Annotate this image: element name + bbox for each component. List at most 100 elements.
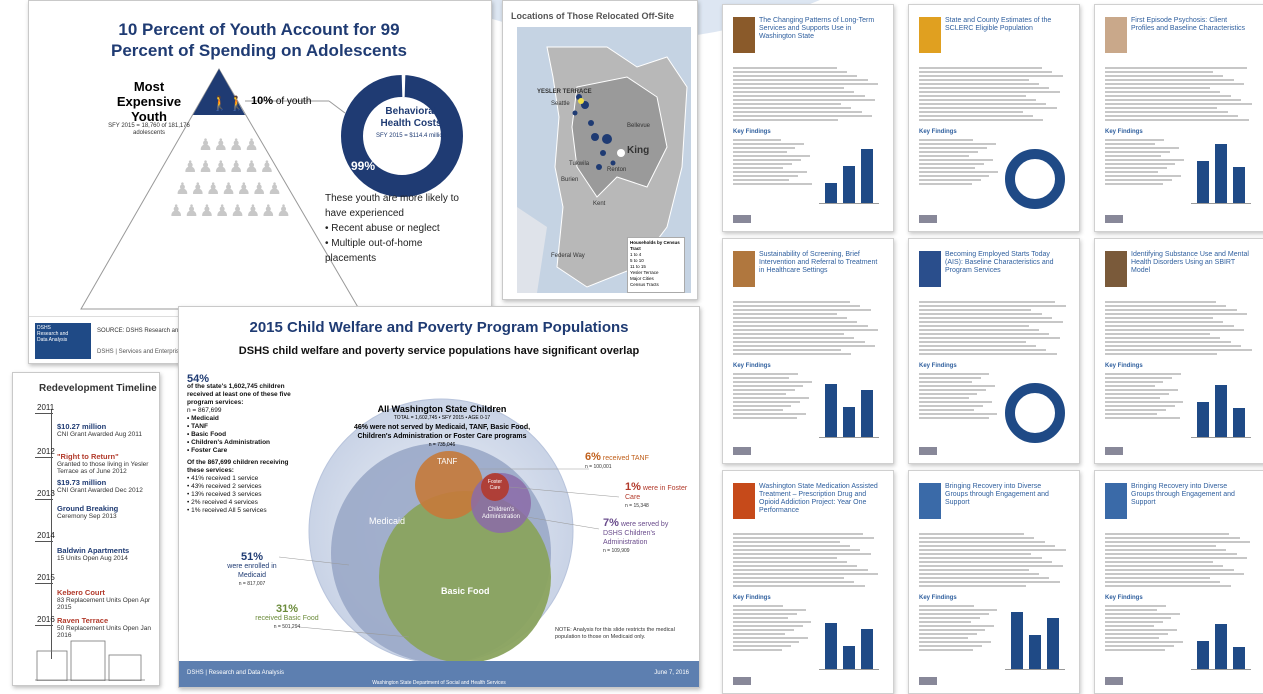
report-cover-image	[919, 251, 941, 287]
pct99-label: 99%	[351, 159, 376, 173]
agency-logo	[733, 677, 751, 685]
report-title: Washington State Medication Assisted Tre…	[759, 483, 878, 514]
report-body-text	[733, 67, 881, 123]
key-findings-heading: Key Findings	[919, 595, 957, 601]
report-page[interactable]: First Episode Psychosis: Client Profiles…	[1094, 4, 1263, 232]
slide-title: 2015 Child Welfare and Poverty Program P…	[249, 319, 629, 336]
figure-icon: 🚶🚶	[211, 95, 246, 111]
agency-logo	[1105, 677, 1123, 685]
pct10-label: 10% of youth	[251, 95, 312, 107]
report-figure	[1191, 139, 1251, 204]
medicaid-annotation: 51% were enrolled in Medicaid n = 817,00…	[227, 551, 277, 588]
slide-title: 10 Percent of Youth Account for 99 Perce…	[111, 20, 407, 60]
report-body-text	[1105, 67, 1253, 123]
behavioral-health-amount: SFY 2015 = $114.4 million	[376, 133, 446, 139]
report-findings-text	[1105, 373, 1185, 421]
slide-note: NOTE: Analysis for this slide restricts …	[555, 627, 675, 640]
agency-logo	[919, 447, 937, 455]
report-figure	[1191, 373, 1251, 438]
left-summary: 54% of the state's 1,602,745 children re…	[187, 373, 291, 515]
year-label: 2016	[37, 615, 55, 624]
report-page[interactable]: Becoming Employed Starts Today (AIS): Ba…	[908, 238, 1080, 464]
report-page[interactable]: Bringing Recovery into Diverse Groups th…	[1094, 470, 1263, 694]
sfy-label: SFY 2015 = 18,760 of 181,176 adolescents	[108, 123, 190, 136]
report-body-text	[733, 301, 881, 357]
donut-chart	[341, 74, 463, 197]
key-findings-heading: Key Findings	[733, 595, 771, 601]
all-children-title: All Washington State Children TOTAL = 1,…	[353, 404, 531, 449]
footer-agency: Washington State Department of Social an…	[372, 680, 506, 686]
key-findings-heading: Key Findings	[1105, 595, 1143, 601]
report-cover-image	[919, 483, 941, 519]
year-label: 2013	[37, 489, 55, 498]
most-expensive-label: Most Expensive Youth	[116, 79, 182, 124]
map-graphic	[517, 27, 691, 293]
map-title: Locations of Those Relocated Off-Site	[511, 11, 675, 21]
report-body-text	[733, 533, 881, 589]
circle-label-ca: Children's Administration	[481, 507, 520, 520]
report-body-text	[919, 67, 1067, 123]
slide-relocation-map: Locations of Those Relocated Off-Site YE…	[502, 0, 698, 300]
report-findings-text	[733, 605, 813, 653]
report-cover-image	[1105, 483, 1127, 519]
map-label-burien: Burien	[561, 177, 579, 183]
map-label-renton: Renton	[607, 167, 627, 173]
report-page[interactable]: The Changing Patterns of Long-Term Servi…	[722, 4, 894, 232]
key-findings-heading: Key Findings	[1105, 129, 1143, 135]
report-title: Bringing Recovery into Diverse Groups th…	[945, 483, 1049, 506]
agency-logo	[1105, 215, 1123, 223]
report-figure	[819, 139, 879, 204]
circle-label-foster: Foster Care	[487, 479, 503, 491]
footer-text: DSHS | Services and Enterprise Support	[97, 349, 205, 355]
agency-logo	[919, 215, 937, 223]
report-title: Sustainability of Screening, Brief Inter…	[759, 251, 878, 274]
report-figure	[1005, 383, 1065, 443]
report-figure	[1005, 149, 1065, 209]
year-label: 2012	[37, 447, 55, 456]
report-cover-image	[919, 17, 941, 53]
map-label-tukwila: Tukwila	[569, 161, 590, 167]
timeline-event: "Right to Return"Granted to those living…	[57, 452, 149, 475]
slide-redevelopment-timeline: Redevelopment Timeline 2011 2012 2013 20…	[12, 372, 160, 686]
report-title: The Changing Patterns of Long-Term Servi…	[759, 17, 875, 40]
report-page[interactable]: Sustainability of Screening, Brief Inter…	[722, 238, 894, 464]
report-findings-text	[919, 373, 999, 421]
report-body-text	[1105, 301, 1253, 357]
report-findings-text	[733, 139, 813, 187]
agency-logo	[919, 677, 937, 685]
year-label: 2011	[37, 403, 55, 412]
key-findings-heading: Key Findings	[733, 129, 771, 135]
report-findings-text	[919, 139, 999, 187]
circle-label-medicaid: Medicaid	[369, 516, 406, 526]
slide-footer-bar: DSHS | Research and Data Analysis June 7…	[179, 661, 699, 687]
report-body-text	[919, 301, 1067, 357]
report-figure	[1005, 605, 1065, 670]
report-figure	[819, 605, 879, 670]
basic-food-annotation: 31% received Basic Food n = 501,294	[255, 603, 319, 631]
report-page[interactable]: Washington State Medication Assisted Tre…	[722, 470, 894, 694]
report-cover-image	[733, 251, 755, 287]
report-title: Becoming Employed Starts Today (AIS): Ba…	[945, 251, 1054, 274]
circle-label-tanf: TANF	[437, 457, 458, 466]
report-findings-text	[1105, 605, 1185, 653]
agency-logo	[733, 447, 751, 455]
report-findings-text	[919, 605, 999, 653]
building-illustration	[35, 640, 145, 681]
key-findings-heading: Key Findings	[1105, 363, 1143, 369]
key-findings-heading: Key Findings	[919, 363, 957, 369]
report-findings-text	[733, 373, 813, 421]
slide-child-welfare: 2015 Child Welfare and Poverty Program P…	[178, 306, 700, 688]
map-label-yesler: YESLER TERRACE	[537, 89, 592, 95]
report-page[interactable]: Bringing Recovery into Diverse Groups th…	[908, 470, 1080, 694]
report-page[interactable]: Identifying Substance Use and Mental Hea…	[1094, 238, 1263, 464]
report-page[interactable]: State and County Estimates of the SCLERC…	[908, 4, 1080, 232]
key-findings-heading: Key Findings	[919, 129, 957, 135]
report-figure	[1191, 605, 1251, 670]
report-title: Bringing Recovery into Diverse Groups th…	[1131, 483, 1235, 506]
